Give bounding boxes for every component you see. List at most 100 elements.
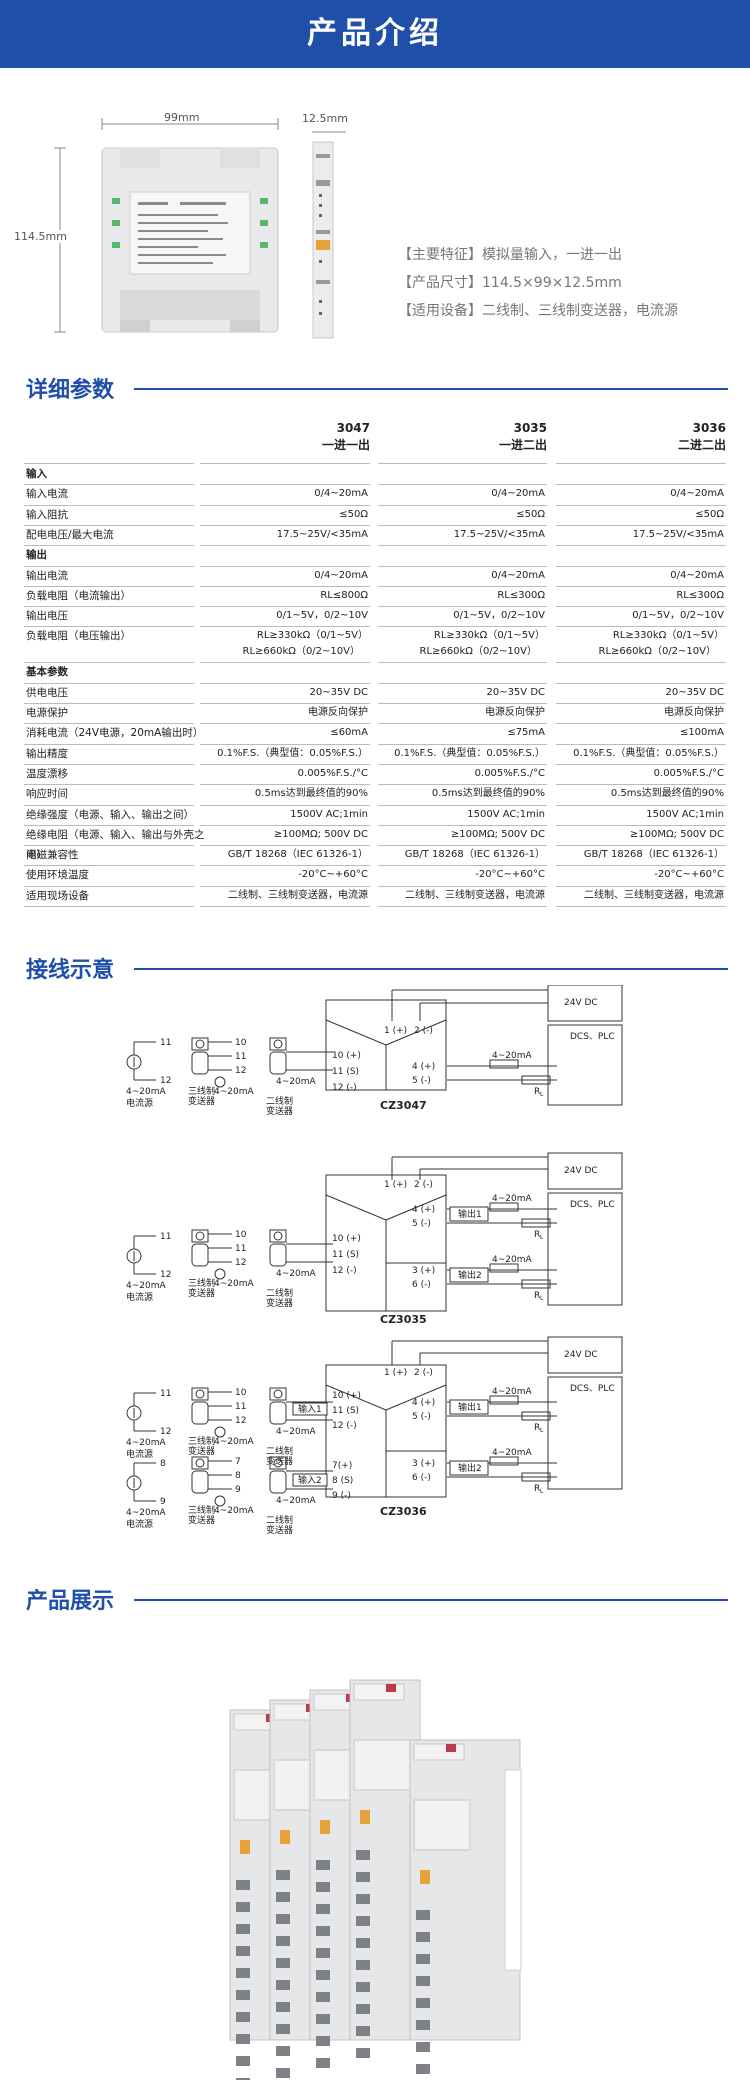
table-row-line [200,504,370,506]
feature-devices: 【适用设备】二线制、三线制变送器，电流源 [398,303,678,319]
table-row-line [378,585,547,587]
table-row-line [200,723,370,725]
diagram-label: 输入1 [298,1403,322,1415]
table-cell: 0.5ms达到最终值的90% [254,788,368,800]
input-label-box [292,1402,328,1416]
table-row-line [200,484,370,486]
diagram-label: R [534,1423,540,1433]
table-row-line [200,824,370,826]
diagram-label: 三线制 [188,1435,215,1447]
table-row-line [556,804,726,806]
diagram-label: 11 (S) [332,1406,359,1416]
load-resistor [521,1411,551,1421]
table-row-line [24,484,194,486]
diagram-label: 4~20mA [276,1427,316,1437]
diagram-label: L [540,1488,544,1495]
table-row-label: 使用环境温度 [26,869,89,882]
table-cell: 0/4~20mA [670,569,724,581]
orange-clip [420,1870,430,1884]
vent-slot [356,2048,370,2058]
diagram-label: 4~20mA [214,1087,254,1097]
table-row-line [556,606,726,608]
vent-slot [416,1910,430,1920]
diagram-label: 8 [235,1471,241,1481]
table-cell: RL≤800Ω [320,589,368,601]
diagram-label: 4~20mA [214,1506,254,1516]
wire [385,1019,447,1046]
output-label-box [449,1460,489,1476]
diagram-label: 4~20mA [126,1087,166,1097]
transmitter-symbol [273,1389,283,1399]
table-cell: ≥100MΩ; 500V DC [629,828,724,840]
table-row-label: 绝缘电阻（电源、输入、输出与外壳之间） [26,828,205,861]
transmitter-symbol [191,1456,209,1470]
transmitter-symbol [191,1470,209,1494]
table-row-line [24,824,194,826]
table-row-label: 输出电压 [26,610,68,623]
table-row-line [200,906,370,907]
diagram-label: 二线制 [266,1514,293,1526]
feature-main: 【主要特征】模拟量输入，一进一出 [398,247,622,263]
table-row-line [24,626,194,628]
module-top [413,1743,465,1761]
load-resistor [521,1075,551,1085]
output-label-box [449,1206,489,1222]
table-category: 输出 [26,549,47,562]
diagram-label: 9 (-) [332,1491,351,1501]
diagram-label: 5 (-) [412,1076,431,1086]
diagram-label: 11 [160,1038,171,1048]
table-row-line [556,545,726,547]
table-row-line [556,565,726,567]
table-row-line [378,723,547,725]
diagram-label: 输出1 [458,1401,482,1413]
table-cell: 0.5ms达到最终值的90% [610,788,724,800]
table-row-line [24,845,194,847]
table-row-line [200,682,370,684]
diagram-label: 输出2 [458,1269,482,1281]
diagram-label: 变送器 [266,1297,293,1309]
table-row-line [200,545,370,547]
table-cell: 0/4~20mA [670,488,724,500]
diagram-label: 11 (S) [332,1067,359,1077]
diagram-label: 4~20mA [492,1255,532,1265]
table-row-line [378,545,547,547]
vent-slot [236,1924,250,1934]
table-cell: 17.5~25V/<35mA [276,528,368,540]
table-cell: 二线制、三线制变送器，电流源 [405,889,545,901]
table-row-line [556,743,726,745]
vent-slot [236,2078,250,2080]
load-resistor [521,1218,551,1228]
diagram-label: DCS、PLC [570,1200,615,1210]
wire [325,1194,387,1221]
diagram-label: 变送器 [188,1514,215,1526]
vent-slot [276,2068,290,2078]
column-desc: 一进二出 [498,438,547,452]
table-row-line [556,865,726,867]
diagram-label: 12 (-) [332,1421,357,1431]
vent-slot [316,1970,330,1980]
feature-size: 【产品尺寸】114.5×99×12.5mm [398,275,622,291]
table-cell: 20~35V DC [665,686,724,698]
table-cell: RL≥330kΩ（0/1~5V） [612,630,724,642]
diagram-label: 6 (-) [412,1280,431,1290]
orange-clip [240,1840,250,1854]
table-row-line [200,804,370,806]
load-resistor [489,1202,519,1212]
diagram-label: 1 (+) [384,1026,407,1036]
table-row-line [556,723,726,725]
table-row-label: 供电电压 [26,686,68,699]
table-cell: -20°C~+60°C [298,869,368,881]
diagram-label: 4~20mA [126,1281,166,1291]
table-row-line [24,865,194,867]
diagram-label: 7 [235,1457,241,1467]
table-row-line [24,784,194,786]
table-row-line [378,763,547,765]
table-row-label: 电源保护 [26,707,68,719]
diagram-label: 输出1 [458,1208,482,1220]
diagram-label: 4~20mA [492,1194,532,1204]
diagram-label: 10 (+) [332,1234,361,1244]
diagram-label: 12 [235,1416,246,1426]
load-resistor [489,1059,519,1069]
section-divider [134,968,728,970]
